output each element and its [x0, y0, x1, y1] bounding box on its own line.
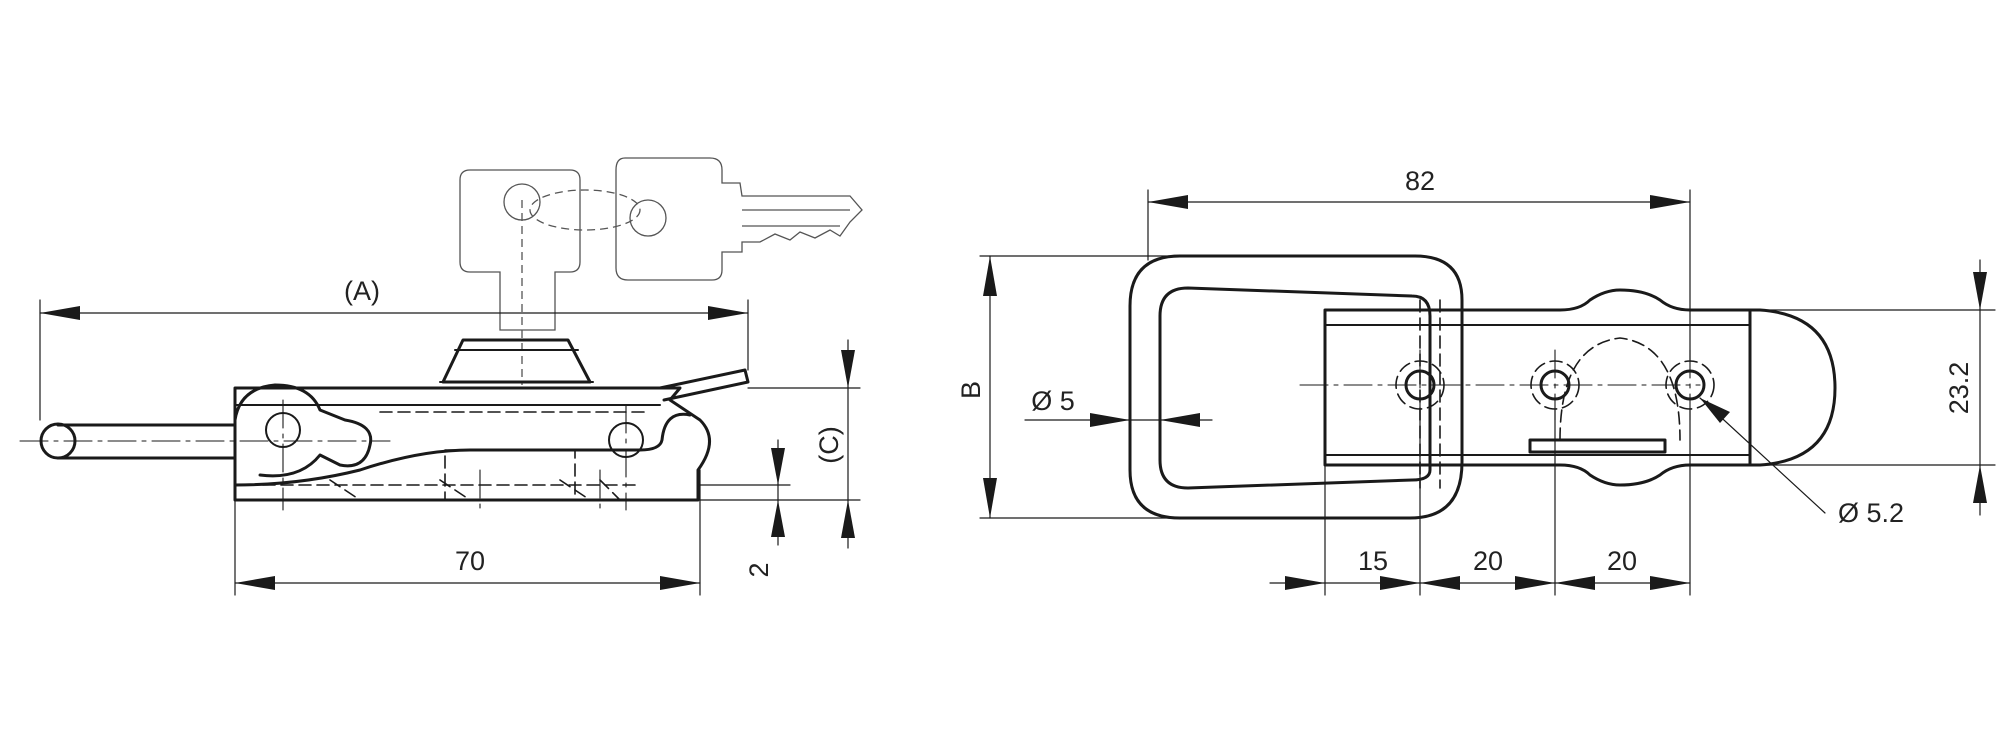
- dim-label-2: 2: [744, 562, 774, 577]
- dimension-232: 23.2: [1689, 259, 1996, 516]
- dimension-2: 2: [699, 439, 791, 578]
- dimension-82: 82: [1147, 166, 1691, 361]
- dim-label-82: 82: [1405, 166, 1435, 196]
- dimension-d5: Ø 5: [1024, 386, 1213, 427]
- dimension-B: B: [956, 255, 1181, 519]
- dim-label-d5: Ø 5: [1031, 386, 1075, 416]
- key-illustration: [459, 157, 863, 385]
- dimension-70: 70: [234, 469, 701, 596]
- dim-label-70: 70: [455, 546, 485, 576]
- dim-label-20-second: 20: [1607, 546, 1637, 576]
- dim-label-B: B: [956, 381, 986, 399]
- hook-loop: [1128, 254, 1464, 520]
- dimension-A: (A): [39, 276, 749, 421]
- dim-label-20-first: 20: [1473, 546, 1503, 576]
- latch-body-side: [19, 368, 750, 511]
- dim-label-15: 15: [1358, 546, 1388, 576]
- side-view: (A) 70 (C) 2: [19, 157, 863, 596]
- dim-label-A: (A): [344, 276, 380, 306]
- dimension-chain: 15 20 20: [1269, 409, 1691, 596]
- dimension-C: (C): [699, 339, 861, 549]
- dim-label-232: 23.2: [1944, 362, 1974, 415]
- lock-barrel: [441, 338, 592, 384]
- top-view: 82 B Ø 5 Ø 5.2: [956, 166, 1996, 596]
- latch-plate-top: [1299, 288, 1837, 487]
- dim-label-d52: Ø 5.2: [1838, 498, 1904, 528]
- dim-label-C: (C): [814, 426, 844, 463]
- dimension-d52: Ø 5.2: [1699, 397, 1904, 528]
